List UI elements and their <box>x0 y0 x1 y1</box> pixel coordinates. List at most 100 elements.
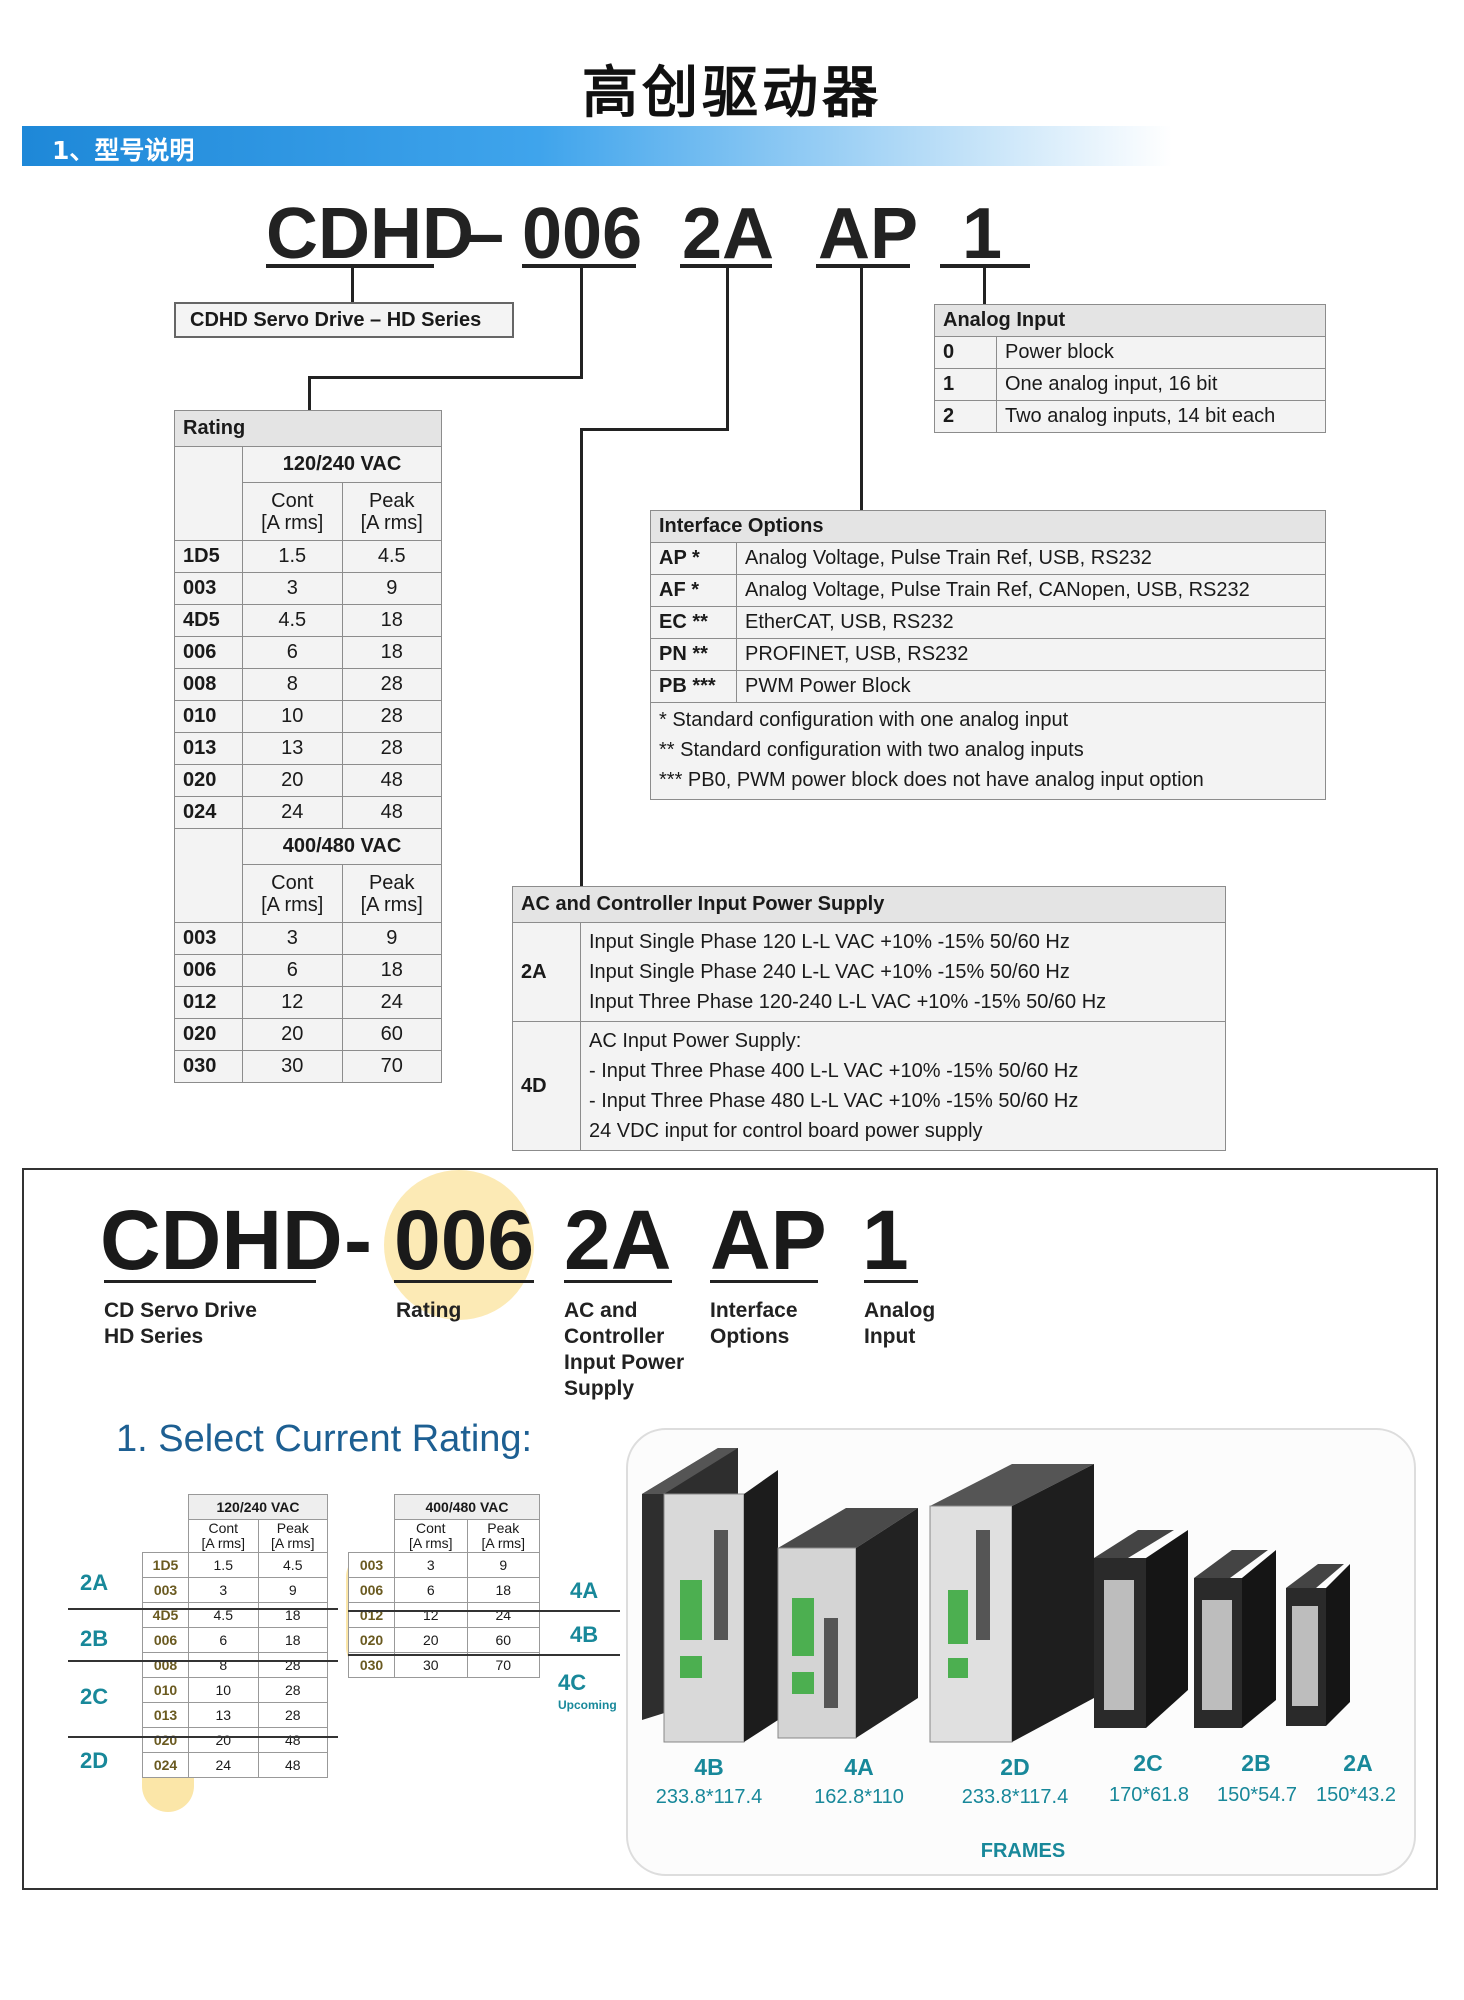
model-code: 013 <box>142 1702 189 1728</box>
peak-value: 9 <box>341 922 442 955</box>
cont-value: 13 <box>188 1702 259 1728</box>
frame-name: 2A <box>1343 1750 1373 1776</box>
model-code: 008 <box>142 1652 189 1678</box>
cont-value: 8 <box>188 1652 259 1678</box>
unit-label: [A rms] <box>261 893 324 916</box>
underline <box>394 1280 534 1283</box>
frame-group-2b: 2B <box>80 1626 109 1651</box>
connector <box>351 266 354 304</box>
peak-value: 28 <box>341 668 442 701</box>
label-line: Input <box>864 1325 916 1348</box>
cont-value: 6 <box>242 954 343 987</box>
model-code: 020 <box>142 1727 189 1753</box>
power-supply-table: AC and Controller Input Power Supply 2A … <box>512 886 1226 1151</box>
cont-value: 1.5 <box>188 1552 259 1578</box>
underline <box>864 1280 918 1283</box>
interface-key: AP * <box>650 542 737 575</box>
cont-value: 1.5 <box>242 540 343 573</box>
interface-notes: * Standard configuration with one analog… <box>650 702 1326 800</box>
bottom-code-dash: - <box>344 1193 372 1287</box>
frame-group-4c: 4C <box>558 1670 587 1695</box>
cont-value: 3 <box>242 572 343 605</box>
cont-value: 24 <box>242 796 343 829</box>
cont-value: 24 <box>188 1752 259 1778</box>
frame-group-2c: 2C <box>80 1684 109 1709</box>
model-code: 030 <box>174 1050 243 1083</box>
voltage-120: 120/240 VAC <box>188 1494 328 1520</box>
frame-name: 2B <box>1241 1750 1271 1776</box>
rating-title: Rating <box>174 410 442 447</box>
model-code: 020 <box>174 764 243 797</box>
drive-2c-image <box>1094 1530 1188 1728</box>
drive-2a-image <box>1286 1564 1350 1726</box>
peak-value: 24 <box>466 1602 540 1628</box>
label-line: Input Power <box>564 1351 685 1374</box>
voltage-120: 120/240 VAC <box>242 446 442 483</box>
model-code: 024 <box>142 1752 189 1778</box>
label-line: Analog <box>864 1299 936 1322</box>
model-code: 030 <box>348 1652 395 1678</box>
model-code: 003 <box>142 1577 189 1603</box>
power-line: - Input Three Phase 400 L-L VAC +10% -15… <box>589 1060 1079 1082</box>
peak-value: 28 <box>257 1652 328 1678</box>
peak-value: 18 <box>341 636 442 669</box>
power-title: AC and Controller Input Power Supply <box>512 886 1226 923</box>
connector <box>580 428 583 888</box>
frame-dim: 233.8*117.4 <box>961 1786 1069 1808</box>
interface-value: PROFINET, USB, RS232 <box>736 638 1326 671</box>
cont-value: 10 <box>188 1677 259 1703</box>
peak-value: 9 <box>466 1552 540 1578</box>
model-code: 013 <box>174 732 243 765</box>
peak-value: 70 <box>466 1652 540 1678</box>
model-code: 003 <box>174 922 243 955</box>
model-code: 006 <box>174 636 243 669</box>
analog-value: One analog input, 16 bit <box>996 368 1326 401</box>
power-2a-desc: Input Single Phase 120 L-L VAC +10% -15%… <box>580 922 1226 1022</box>
power-line: - Input Three Phase 480 L-L VAC +10% -15… <box>589 1090 1079 1112</box>
unit-label: [A rms] <box>201 1535 246 1551</box>
unit-label: [A rms] <box>360 893 423 916</box>
cont-label: Cont <box>415 1520 446 1536</box>
underline <box>266 264 434 268</box>
cont-value: 12 <box>394 1602 468 1628</box>
voltage-400: 400/480 VAC <box>394 1494 540 1520</box>
power-line: Input Three Phase 120-240 L-L VAC +10% -… <box>589 991 1107 1013</box>
note: *** PB0, PWM power block does not have a… <box>659 769 1204 791</box>
connector <box>726 266 729 430</box>
frame-name: 4A <box>844 1754 874 1780</box>
peak-value: 28 <box>257 1677 328 1703</box>
divider <box>68 1608 338 1610</box>
label-rating: Rating <box>396 1298 461 1324</box>
interface-key: AF * <box>650 574 737 607</box>
model-code: 4D5 <box>142 1602 189 1628</box>
cont-value: 30 <box>242 1050 343 1083</box>
analog-key: 0 <box>934 336 997 369</box>
interface-value: Analog Voltage, Pulse Train Ref, CANopen… <box>736 574 1326 607</box>
peak-value: 48 <box>257 1727 328 1753</box>
cont-value: 20 <box>188 1727 259 1753</box>
section-title: 1、型号说明 <box>52 136 195 165</box>
cont-label: Cont <box>271 489 314 512</box>
label-line: Supply <box>564 1377 635 1400</box>
bottom-code-rating: 006 <box>394 1193 535 1287</box>
peak-value: 4.5 <box>257 1552 328 1578</box>
cont-value: 6 <box>188 1627 259 1653</box>
drive-4b-image <box>642 1448 778 1743</box>
frame-dim: 150*54.7 <box>1216 1784 1298 1806</box>
power-4d-desc: AC Input Power Supply:- Input Three Phas… <box>580 1021 1226 1151</box>
cont-value: 3 <box>394 1552 468 1578</box>
